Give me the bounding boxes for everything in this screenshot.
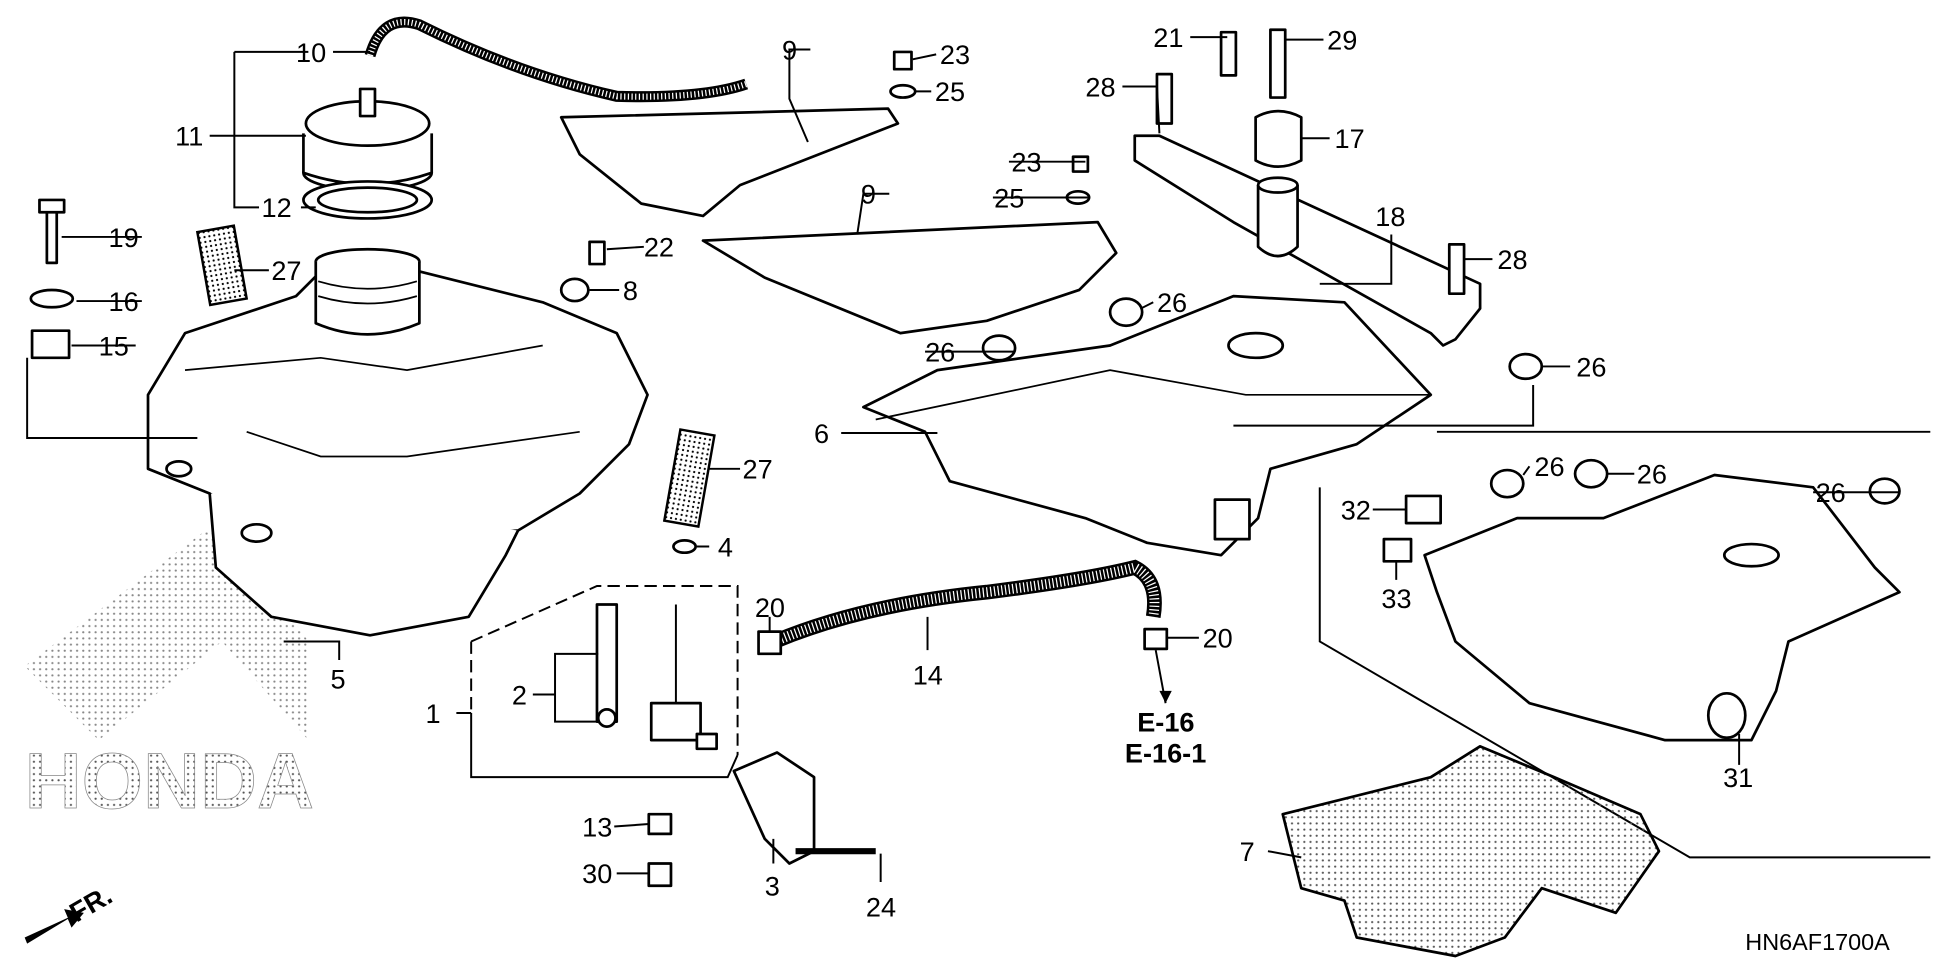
callout-9: 9 (861, 179, 876, 210)
callout-25: 25 (935, 76, 965, 107)
callout-26: 26 (1816, 477, 1846, 508)
reference-e16[interactable]: E-16 (1137, 707, 1194, 738)
leader-lines (24, 36, 1900, 944)
front-arrow-icon (24, 909, 84, 944)
callout-26: 26 (925, 337, 955, 368)
callout-29: 29 (1327, 24, 1357, 55)
callout-5: 5 (331, 663, 346, 694)
callout-32: 32 (1341, 494, 1371, 525)
callout-7: 7 (1240, 836, 1255, 867)
callout-4: 4 (718, 531, 733, 562)
callout-3: 3 (765, 871, 780, 902)
callout-28: 28 (1497, 244, 1527, 275)
callout-20: 20 (1203, 623, 1233, 654)
callout-15: 15 (99, 330, 129, 361)
callout-28: 28 (1085, 71, 1115, 102)
callout-13: 13 (582, 811, 612, 842)
detail-frame (1318, 430, 1931, 859)
callout-26: 26 (1576, 351, 1606, 382)
callouts: 10 11 12 19 16 15 27 22 8 5 27 4 2 1 13 … (64, 22, 1890, 955)
callout-11: 11 (175, 121, 203, 152)
side-cover-upper (559, 107, 900, 218)
callout-26: 26 (1637, 459, 1667, 490)
callout-25: 25 (994, 182, 1024, 213)
callout-2: 2 (512, 679, 527, 710)
callout-6: 6 (814, 418, 829, 449)
rubber-mount (1254, 109, 1303, 168)
callout-10: 10 (296, 37, 326, 68)
tank-bracket (1133, 134, 1482, 347)
callout-30: 30 (582, 858, 612, 889)
callout-17: 17 (1335, 123, 1365, 154)
callout-23: 23 (1011, 147, 1041, 178)
callout-18: 18 (1375, 201, 1405, 232)
diagram-code: HN6AF1700A (1745, 929, 1890, 955)
honda-logo-text: HONDA (25, 737, 314, 825)
callout-26: 26 (1534, 451, 1564, 482)
reference-e16-1[interactable]: E-16-1 (1125, 737, 1206, 768)
callout-24: 24 (866, 892, 896, 923)
callout-27: 27 (743, 454, 773, 485)
storage-tray (862, 294, 1433, 557)
callout-19: 19 (109, 222, 139, 253)
callout-9: 9 (782, 34, 797, 65)
hardware (29, 28, 1901, 888)
callout-22: 22 (644, 232, 674, 263)
floor-mat (1281, 744, 1661, 958)
fuel-valve (595, 603, 876, 865)
tray-detail (1423, 473, 1901, 742)
side-cover-lower (701, 220, 1118, 335)
callout-26: 26 (1157, 287, 1187, 318)
fuel-cap (302, 87, 434, 220)
callout-27: 27 (271, 255, 301, 286)
fuel-tank (146, 247, 649, 637)
callout-12: 12 (261, 192, 291, 223)
callout-21: 21 (1153, 22, 1183, 53)
callout-1: 1 (426, 698, 441, 729)
callout-23: 23 (940, 39, 970, 70)
callout-16: 16 (109, 286, 139, 317)
breather-hose (364, 16, 749, 103)
callout-8: 8 (623, 275, 638, 306)
callout-14: 14 (913, 660, 943, 691)
callout-33: 33 (1381, 583, 1411, 614)
callout-31: 31 (1723, 762, 1753, 793)
callout-20: 20 (755, 592, 785, 623)
